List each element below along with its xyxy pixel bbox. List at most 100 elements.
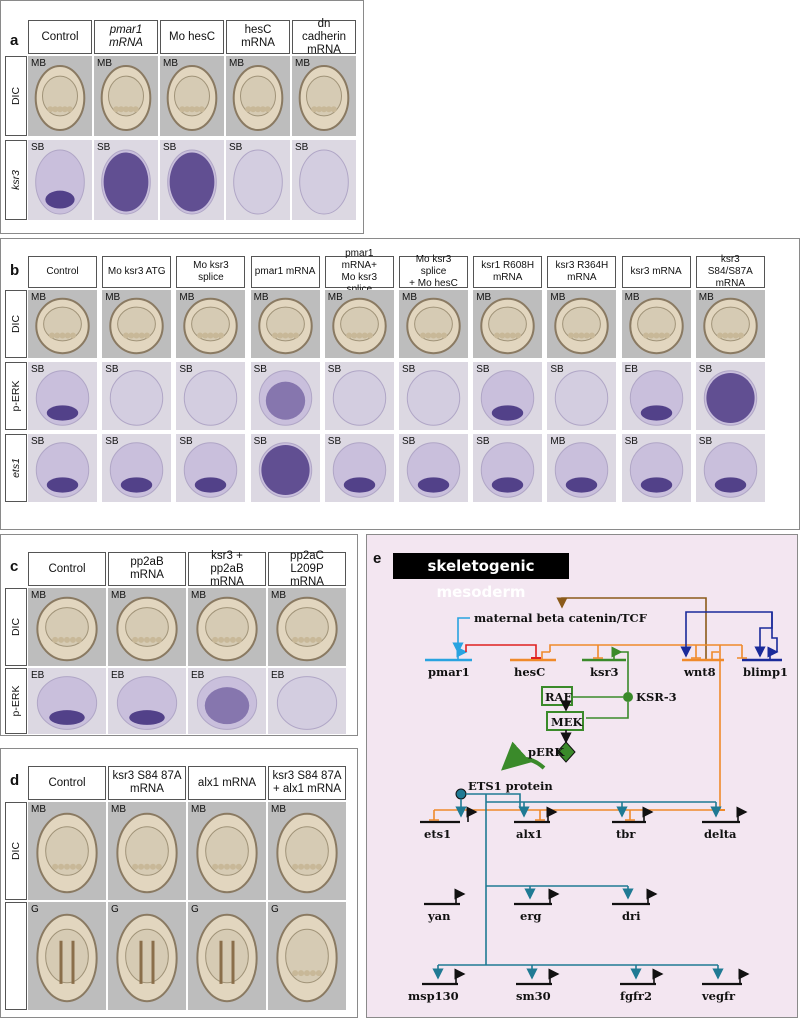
embryo-image: MB xyxy=(399,290,468,358)
embryo-image: SB xyxy=(399,434,468,502)
embryo-image: MB xyxy=(176,290,246,358)
stage-label: EB xyxy=(31,670,45,681)
panel-c-label: c xyxy=(10,558,19,575)
embryo-image: SB xyxy=(473,362,543,430)
stage-label: SB xyxy=(295,142,309,153)
embryo-image: SB xyxy=(176,362,246,430)
embryo-image: SB xyxy=(695,434,765,502)
embryo-image: SB xyxy=(28,140,92,220)
stage-label: SB xyxy=(105,436,119,447)
stage-label: G xyxy=(31,904,39,915)
embryo-image: MB xyxy=(547,290,617,358)
stage-label: SB xyxy=(476,364,490,375)
embryo-image: MB xyxy=(94,56,158,136)
panel-a-col-header: Control xyxy=(28,20,92,54)
panel-b-label: b xyxy=(10,262,20,279)
panel-d-row-label: DIC xyxy=(5,802,27,900)
embryo-image: MB xyxy=(160,56,224,136)
stage-label: SB xyxy=(179,436,193,447)
embryo-image: MB xyxy=(28,56,92,136)
stage-label: MB xyxy=(624,292,640,303)
embryo-image: EB xyxy=(268,668,346,734)
embryo-image: EB xyxy=(621,362,691,430)
stage-label: MB xyxy=(253,292,269,303)
panel-d-label: d xyxy=(10,772,20,789)
panel-b-col-header: Mo ksr3 ATG xyxy=(102,256,172,288)
panel-c-col-header: ksr3 + pp2aB mRNA xyxy=(188,550,266,588)
stage-label: MB xyxy=(191,590,206,601)
panel-e xyxy=(366,534,798,1018)
stage-label: SB xyxy=(698,436,713,447)
stage-label: G xyxy=(111,904,119,915)
grn-title: skeletogenic mesoderm xyxy=(393,553,569,601)
panel-b-col-header: ksr3 R364H mRNA xyxy=(547,256,617,288)
stage-label: MB xyxy=(111,804,126,815)
panel-b-col-header: ksr3 mRNA xyxy=(621,256,691,288)
stage-label: MB xyxy=(550,292,566,303)
embryo-image: MB xyxy=(226,56,290,136)
stage-label: MB xyxy=(111,590,126,601)
panel-b-col-header: Mo ksr3 splice + Mo hesC xyxy=(399,254,468,289)
panel-d-col-header: ksr3 S84 87A + alx1 mRNA xyxy=(268,766,346,800)
embryo-image: SB xyxy=(226,140,290,220)
panel-b-col-header: pmar1 mRNA xyxy=(250,256,320,288)
stage-label: MB xyxy=(31,292,46,303)
stage-label: MB xyxy=(402,292,417,303)
stage-label: SB xyxy=(31,364,45,375)
stage-label: MB xyxy=(31,58,46,69)
stage-label: SB xyxy=(97,142,111,153)
embryo-image: MB xyxy=(108,802,186,900)
embryo-image: SB xyxy=(94,140,158,220)
embryo-image: MB xyxy=(695,290,765,358)
embryo-image: SB xyxy=(399,362,468,430)
stage-label: MB xyxy=(698,292,714,303)
stage-label: EB xyxy=(624,364,638,375)
embryo-image: SB xyxy=(102,434,172,502)
embryo-image: G xyxy=(268,902,346,1010)
stage-label: MB xyxy=(191,804,206,815)
stage-label: EB xyxy=(191,670,205,681)
panel-c-col-header: pp2aC L209P mRNA xyxy=(268,550,346,588)
embryo-image: MB xyxy=(28,588,106,666)
stage-label: MB xyxy=(31,804,46,815)
panel-a-col-header: Mo hesC xyxy=(160,20,224,54)
stage-label: SB xyxy=(179,364,193,375)
panel-b-row-label: ets1 xyxy=(5,434,27,502)
panel-d-col-header: alx1 mRNA xyxy=(188,766,266,800)
stage-label: SB xyxy=(327,364,342,375)
stage-label: SB xyxy=(402,436,416,447)
stage-label: MB xyxy=(105,292,121,303)
embryo-image: MB xyxy=(621,290,691,358)
panel-a-row-label: ksr3 xyxy=(5,140,27,220)
stage-label: SB xyxy=(550,364,564,375)
stage-label: MB xyxy=(97,58,112,69)
embryo-image: MB xyxy=(28,290,97,358)
panel-b-col-header: ksr3 S84/S87A mRNA xyxy=(695,254,765,289)
embryo-image: SB xyxy=(292,140,356,220)
stage-label: SB xyxy=(229,142,243,153)
stage-label: MB xyxy=(476,292,492,303)
embryo-image: SB xyxy=(621,434,691,502)
embryo-image: G xyxy=(108,902,186,1010)
stage-label: MB xyxy=(271,804,286,815)
embryo-image: G xyxy=(188,902,266,1010)
embryo-image: MB xyxy=(547,434,617,502)
panel-c-row-label: p-ERK xyxy=(5,668,27,734)
panel-a-col-header: hesC mRNA xyxy=(226,20,290,54)
stage-label: MB xyxy=(179,292,195,303)
embryo-image: MB xyxy=(268,588,346,666)
panel-b-col-header: Mo ksr3 splice xyxy=(176,256,246,288)
panel-a-col-header: dn cadherin mRNA xyxy=(292,18,356,56)
stage-label: MB xyxy=(163,58,178,69)
stage-label: SB xyxy=(402,364,416,375)
stage-label: MB xyxy=(327,292,343,303)
panel-c-col-header: Control xyxy=(28,552,106,586)
stage-label: SB xyxy=(476,436,490,447)
embryo-image: EB xyxy=(108,668,186,734)
stage-label: SB xyxy=(327,436,342,447)
panel-b-col-header: Control xyxy=(28,256,97,288)
stage-label: SB xyxy=(253,436,267,447)
embryo-image: EB xyxy=(28,668,106,734)
panel-a-label: a xyxy=(10,32,19,49)
embryo-image: SB xyxy=(324,434,394,502)
